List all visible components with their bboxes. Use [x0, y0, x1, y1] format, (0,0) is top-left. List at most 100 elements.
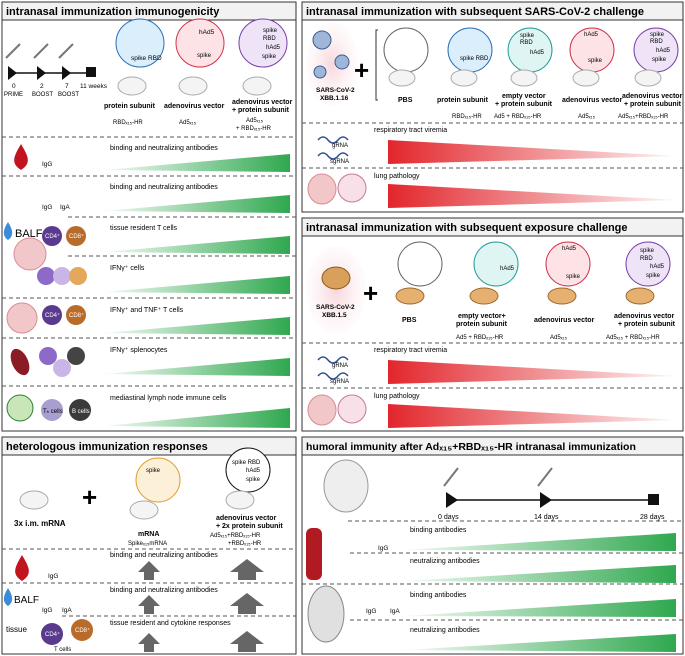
mouse-icon	[19, 490, 49, 510]
cd8-cell-icon	[66, 305, 86, 325]
increase-wedge	[404, 565, 676, 583]
group-formula: Spikeₓ₁₅mRNA	[128, 541, 167, 547]
timeline-label-2: 7	[65, 83, 69, 90]
p1-group-1: hAd5 spike adenovirus vector Ad5ₓ₁₅	[164, 18, 225, 126]
balf-label: BALF	[15, 228, 43, 240]
bubble-label: spike	[262, 54, 277, 60]
row-dividers	[302, 342, 683, 389]
group-formula-2: + RBDₓ₁₅-HR	[236, 126, 272, 132]
group-formula: Ad5ₓ₁₅	[246, 118, 264, 124]
bubble-label: hAd5	[656, 48, 671, 54]
increase-wedge	[104, 358, 290, 376]
timeline: 0 days 14 days 28 days	[438, 467, 665, 521]
timeline-label: 28 days	[640, 514, 665, 521]
panel-1-title: intranasal immunization immunogenicity	[6, 6, 220, 18]
bubble-label: RBD	[263, 36, 276, 42]
virus-icon	[312, 30, 350, 79]
row-label: lung pathology	[374, 393, 420, 400]
p1-group-0: spike RBD protein subunit RBDₓ₁₅-HR	[104, 18, 165, 126]
group-formula: Ad5 + RBDₓ₁₅-HR	[456, 335, 504, 341]
group-formula: RBDₓ₁₅-HR	[113, 120, 143, 126]
row-label: IFNγ⁺ splenocytes	[110, 347, 168, 354]
group-label: adenovirus vector	[562, 97, 623, 104]
cell-label: IgG	[42, 204, 52, 211]
panel-humoral: humoral immunity after Adₓ₁₅+RBDₓ₁₅-HR i…	[301, 436, 684, 655]
virus-variant: XBB.1.16	[320, 95, 349, 102]
row-dividers	[2, 548, 296, 617]
decrease-wedge	[388, 184, 677, 208]
row-label: neutralizing antibodies	[410, 627, 480, 634]
row-dividers	[302, 122, 683, 169]
cell-label: B cells	[72, 409, 90, 415]
cd4-cell-icon	[41, 623, 63, 645]
bubble-label: spike	[588, 58, 603, 64]
lungs-icon	[13, 237, 47, 271]
group-formula-2: +RBDₓ₁₅-HR	[228, 541, 262, 547]
row-dividers	[2, 136, 296, 387]
increase-wedge	[104, 408, 290, 428]
cell-label: IgG	[378, 545, 388, 552]
cell-label: CD4⁺	[45, 312, 60, 319]
group-label: adenovirus vector	[216, 515, 277, 522]
group-label-2: + protein subunit	[232, 107, 290, 114]
response-wedges	[404, 533, 676, 652]
mouse-icon	[129, 500, 159, 520]
panel-5-title: humoral immunity after Adₓ₁₅+RBDₓ₁₅-HR i…	[306, 441, 636, 453]
tissue-label: tissue	[6, 625, 27, 634]
rna-icon	[317, 356, 349, 380]
cd8-cell-icon	[66, 226, 86, 246]
mrna-regimen: 3x i.m. mRNA	[14, 519, 66, 528]
group-label-2: + protein subunit	[624, 101, 682, 108]
bubble-label: spike RBD	[131, 55, 162, 62]
lungs-icon	[307, 394, 337, 426]
row-dividers	[302, 520, 683, 621]
increase-wedge	[104, 236, 290, 254]
group-label: empty vector	[502, 93, 546, 100]
cell-label: IgG	[42, 607, 52, 614]
timeline-label-1: 2	[40, 83, 44, 90]
plus-sign: +	[354, 55, 369, 85]
group-label: PBS	[402, 317, 417, 324]
cell-label: T cells	[54, 647, 71, 653]
bubble-label: spike	[520, 33, 535, 39]
rna-label: gRNA	[332, 143, 348, 149]
row-label: binding and neutralizing antibodies	[110, 552, 218, 559]
group-formula: RBDₓ₁₅-HR	[452, 114, 482, 120]
decrease-wedge	[388, 140, 677, 164]
bubble-label: RBD	[650, 39, 663, 45]
group-label: mRNA	[138, 531, 159, 538]
virus-name: SARS-CoV-2	[316, 87, 355, 94]
tfh-cell-icon	[41, 399, 63, 421]
virus-background	[306, 246, 366, 334]
group-label: protein subunit	[437, 97, 489, 104]
lymph-node-icon	[6, 394, 34, 422]
up-arrows	[138, 559, 264, 652]
cd4-cell-icon	[42, 305, 62, 325]
row-label: tissue resident T cells	[110, 225, 178, 232]
balf-drop-icon	[3, 222, 13, 240]
splenocytes-icon	[39, 347, 85, 377]
bubble-label: hAd5	[530, 50, 545, 56]
timeline-sub-2: BOOST	[58, 92, 79, 98]
group-label-2: + protein subunit	[495, 101, 553, 108]
bubble-label: spike	[146, 468, 161, 474]
row-label: IFNγ⁺ and TNF⁺ T cells	[110, 307, 184, 314]
bubble-label: hAd5	[562, 246, 577, 252]
virus-variant: XBB.1.5	[322, 312, 347, 319]
row-label: IFNγ⁺ cells	[110, 265, 145, 272]
up-arrow	[138, 561, 160, 580]
cell-label: CD4⁺	[45, 233, 60, 240]
group-formula: Ad5 + RBDₓ₁₅-HR	[494, 114, 542, 120]
group-formula: Ad5ₓ₁₅	[550, 335, 568, 341]
group-label: protein subunit	[104, 103, 156, 110]
group-formula: Ad5ₓ₁₅+RBDₓ₁₅-HR	[210, 533, 261, 539]
bubble-label: hAd5	[246, 468, 261, 474]
group-formula: Ad5ₓ₁₅	[179, 120, 197, 126]
decrease-wedge	[388, 360, 677, 384]
row-label: respiratory tract viremia	[374, 127, 447, 134]
row-label: mediastinal lymph node immune cells	[110, 395, 227, 402]
cell-label: IgA	[390, 608, 400, 615]
bubble-label: spike	[263, 28, 278, 34]
increase-wedge	[104, 317, 290, 335]
cell-label: CD8⁺	[75, 627, 90, 634]
